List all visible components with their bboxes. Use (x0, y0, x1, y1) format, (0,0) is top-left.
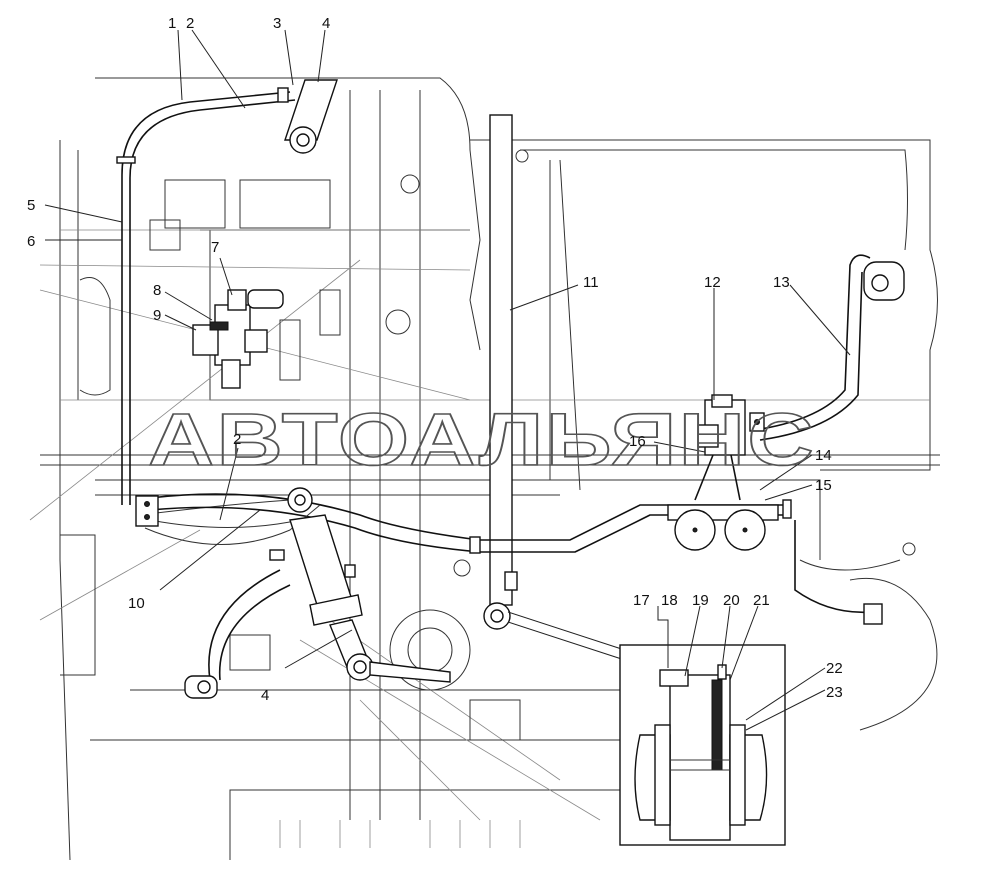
callout-12: 12 (704, 274, 721, 291)
callout-13: 13 (773, 274, 790, 291)
callout-23: 23 (826, 684, 843, 701)
callout-4-top: 4 (322, 15, 330, 32)
valve-assembly (192, 289, 284, 389)
upper-cylinder (277, 79, 338, 154)
callout-8: 8 (153, 282, 161, 299)
callout-labels: 1 2 3 4 5 6 7 8 9 2 10 11 12 13 16 14 15… (27, 15, 843, 704)
callout-16: 16 (629, 433, 646, 450)
callout-3: 3 (273, 15, 281, 32)
callout-2-lower: 2 (233, 431, 241, 448)
callout-15: 15 (815, 477, 832, 494)
callout-7: 7 (211, 239, 219, 256)
callout-10: 10 (128, 595, 145, 612)
lower-cylinder (287, 487, 451, 683)
callout-5: 5 (27, 197, 35, 214)
callout-17: 17 (633, 592, 650, 609)
watermark-text: АВТОАЛЬЯНС (148, 398, 816, 481)
detail-inset (619, 644, 786, 846)
vertical-tube (483, 114, 518, 630)
pipelines (121, 91, 873, 681)
callout-22: 22 (826, 660, 843, 677)
callout-18: 18 (661, 592, 678, 609)
fittings (116, 156, 905, 699)
callout-11: 11 (583, 274, 599, 291)
callout-leaders (44, 29, 851, 731)
callout-14: 14 (815, 447, 832, 464)
callout-1: 1 (168, 15, 176, 32)
relay-valve-group (667, 394, 779, 551)
callout-20: 20 (723, 592, 740, 609)
callout-6: 6 (27, 233, 35, 250)
callout-2-top: 2 (186, 15, 194, 32)
callout-21: 21 (753, 592, 770, 609)
callout-9: 9 (153, 307, 161, 324)
chassis-outline (29, 77, 940, 861)
callout-4-lower: 4 (261, 687, 269, 704)
callout-19: 19 (692, 592, 709, 609)
